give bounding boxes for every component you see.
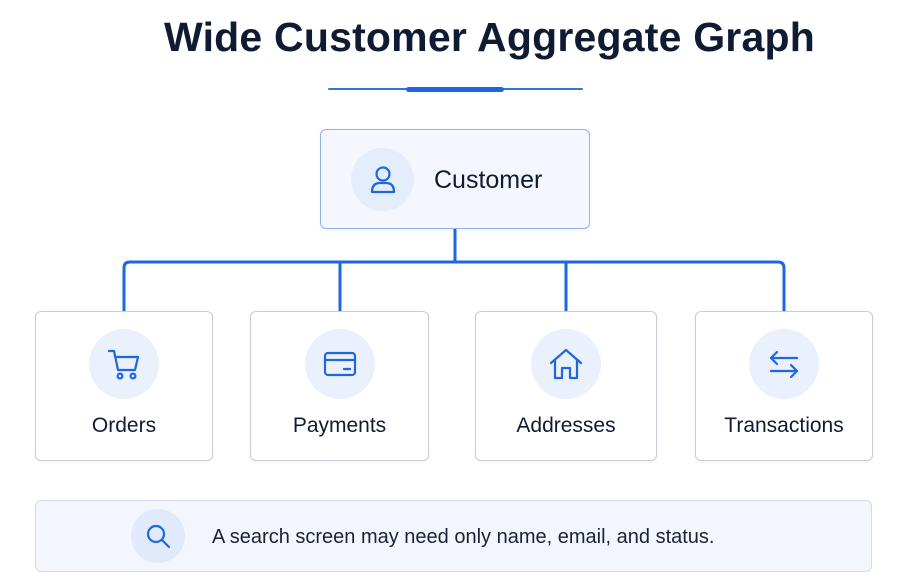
root-node-customer: Customer — [320, 129, 590, 229]
note-text: A search screen may need only name, emai… — [212, 526, 715, 548]
shopping-cart-icon — [89, 329, 159, 399]
child-node-label: Addresses — [516, 414, 616, 437]
child-node-orders: Orders — [35, 311, 213, 461]
root-node-label: Customer — [434, 166, 543, 194]
diagram-title: Wide Customer Aggregate Graph — [164, 14, 815, 60]
credit-card-icon — [304, 329, 375, 399]
swap-arrows-icon — [749, 329, 819, 399]
note-callout: A search screen may need only name, emai… — [35, 500, 872, 572]
search-icon — [131, 509, 185, 563]
child-node-label: Payments — [292, 414, 387, 437]
connector-bus — [122, 260, 786, 313]
child-node-payments: Payments — [250, 311, 429, 461]
child-node-label: Transactions — [724, 414, 844, 437]
child-node-transactions: Transactions — [695, 311, 873, 461]
child-node-label: Orders — [91, 414, 157, 437]
home-icon — [531, 329, 601, 399]
child-node-addresses: Addresses — [475, 311, 657, 461]
title-divider-accent — [406, 87, 504, 92]
user-icon — [351, 148, 414, 211]
